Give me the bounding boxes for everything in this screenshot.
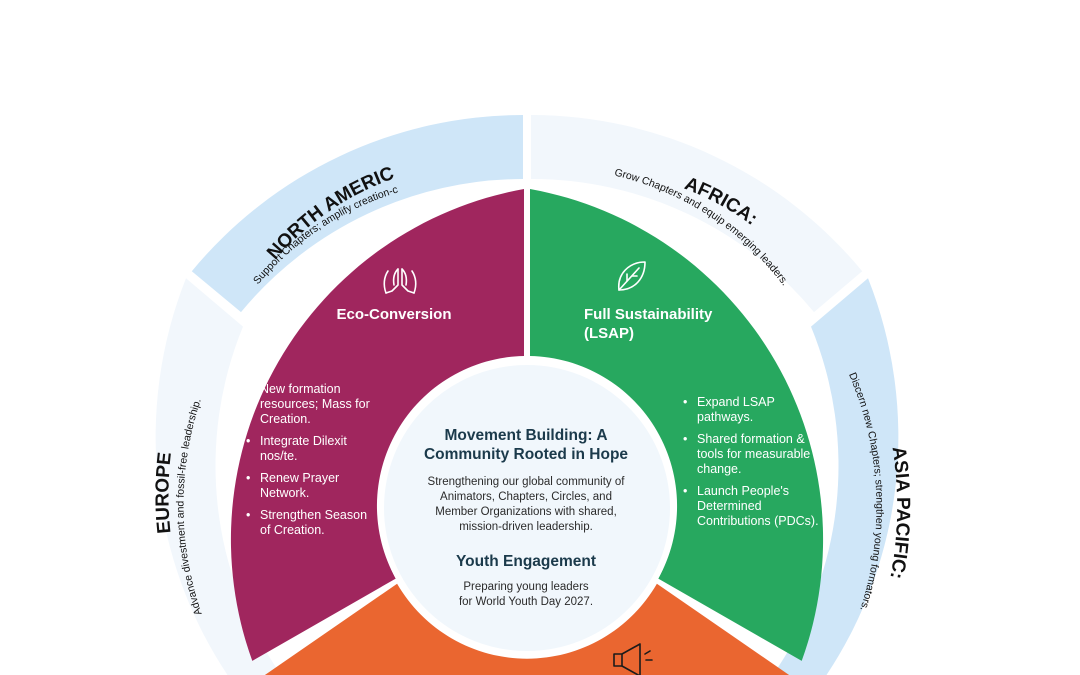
bullet-line: Expand LSAP xyxy=(697,395,775,409)
section-full-sustainability xyxy=(530,189,824,661)
bullet-marker: • xyxy=(246,434,250,448)
bullet-line: Launch People's xyxy=(697,484,789,498)
bullet-marker: • xyxy=(246,471,250,485)
center-body-line: Animators, Chapters, Circles, and xyxy=(440,491,612,503)
bullet-line: Integrate Dilexit xyxy=(260,434,347,448)
youth-engagement-body: Preparing young leaders for World Youth D… xyxy=(459,581,593,608)
region-europe-title: EUROPE: xyxy=(0,0,176,534)
bullet-marker: • xyxy=(683,484,687,498)
center-body-line: mission-driven leadership. xyxy=(459,521,593,533)
bullet-marker: • xyxy=(683,432,687,446)
bullet-line: nos/te. xyxy=(260,449,298,463)
center-title-line2: Community Rooted in Hope xyxy=(424,446,628,463)
ring-europe xyxy=(155,278,282,675)
section-eco-conversion xyxy=(230,189,524,661)
bullet-line: New formation xyxy=(260,382,341,396)
bullet-line: of Creation. xyxy=(260,523,325,537)
eco-conversion-title: Eco-Conversion xyxy=(336,306,451,323)
bullet-line: change. xyxy=(697,462,741,476)
bullet-line: Renew Prayer xyxy=(260,471,339,485)
bullet-marker: • xyxy=(683,395,687,409)
megaphone-icon xyxy=(613,643,653,675)
youth-engagement-title: Youth Engagement xyxy=(456,553,596,570)
center-body-line: Preparing young leaders xyxy=(463,581,589,593)
center-title-line1: Movement Building: A xyxy=(444,427,607,444)
center-body-line: Strengthening our global community of xyxy=(428,476,626,488)
leaf-icon xyxy=(618,261,646,291)
ring-north-america xyxy=(191,115,524,313)
center-body-line: Member Organizations with shared, xyxy=(435,506,617,518)
bullet-line: Creation. xyxy=(260,412,311,426)
region-north-america-subtitle: Support Chapters; amplify creation-care … xyxy=(0,0,399,287)
ring-africa xyxy=(531,115,863,313)
ring-asia-pacific xyxy=(772,278,899,675)
praying-hands-icon xyxy=(383,268,417,294)
bullet-line: pathways. xyxy=(697,410,753,424)
bullet-line: Shared formation & xyxy=(697,432,805,446)
bullet-line: Contributions (PDCs). xyxy=(697,514,819,528)
bullet-line: tools for measurable xyxy=(697,447,810,461)
bullet-marker: • xyxy=(246,508,250,522)
section-youth xyxy=(264,583,790,675)
center-body: Strengthening our global community of Ani… xyxy=(428,476,626,533)
full-sustainability-title: Full Sustainability xyxy=(584,306,713,323)
bullet-line: Determined xyxy=(697,499,762,513)
full-sustainability-subtitle: (LSAP) xyxy=(584,325,634,342)
bullet-marker: • xyxy=(246,382,250,396)
bullet-line: Strengthen Season xyxy=(260,508,367,522)
center-body-line: for World Youth Day 2027. xyxy=(459,596,593,608)
bullet-line: resources; Mass for xyxy=(260,397,370,411)
center-circle xyxy=(378,359,676,657)
bullet-line: Network. xyxy=(260,486,309,500)
